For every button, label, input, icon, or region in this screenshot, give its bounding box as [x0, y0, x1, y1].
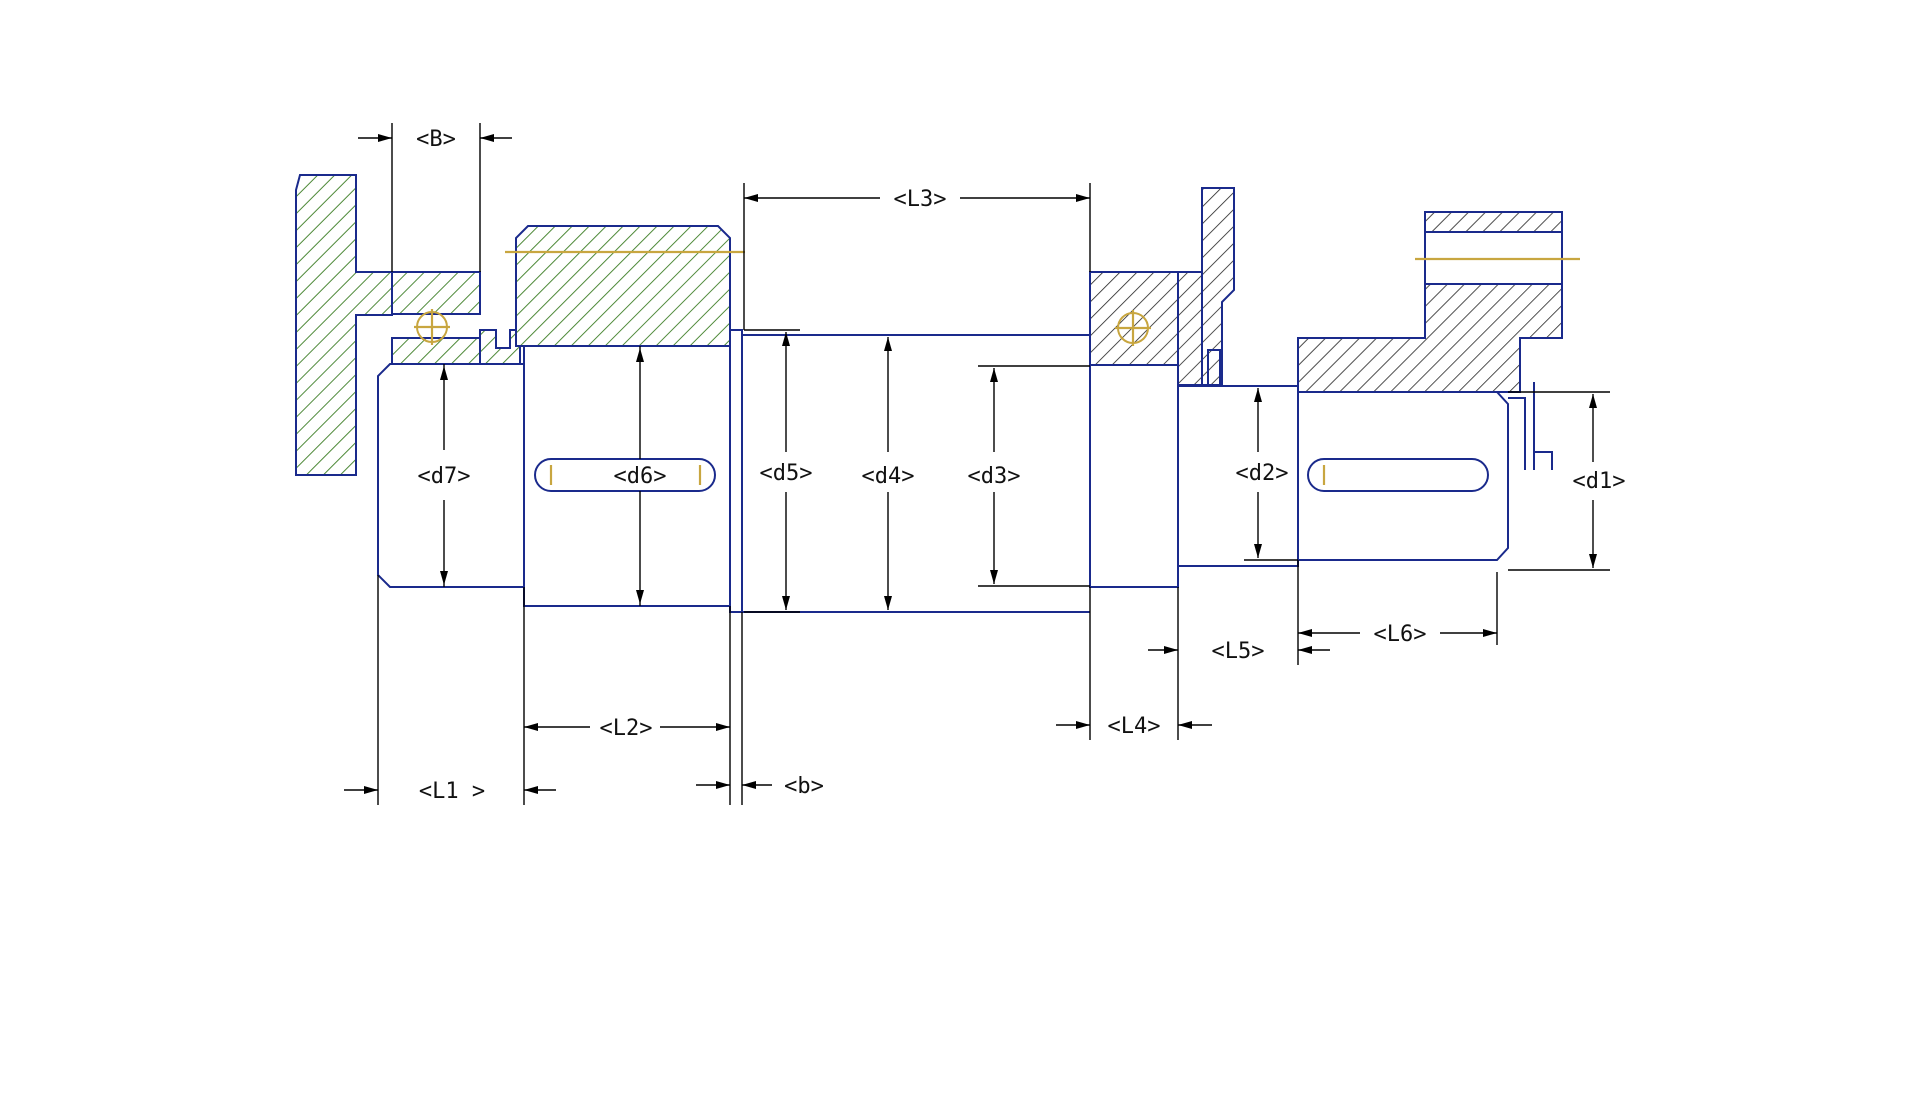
label-d1: <d1> — [1573, 469, 1626, 494]
left-gear-hub — [505, 225, 745, 347]
label-L1: <L1 > — [419, 779, 485, 804]
right-bearing-icon — [1115, 310, 1151, 346]
label-d4: <d4> — [862, 464, 915, 489]
label-L2: <L2> — [600, 716, 653, 741]
left-housing — [295, 174, 521, 476]
shaft-body — [377, 329, 1553, 613]
left-bearing-icon — [414, 309, 450, 345]
label-d2: <d2> — [1236, 461, 1289, 486]
label-d3: <d3> — [968, 464, 1021, 489]
label-L3: <L3> — [894, 187, 947, 212]
label-L5: <L5> — [1212, 639, 1265, 664]
label-B: <B> — [416, 127, 456, 152]
label-L6: <L6> — [1374, 622, 1427, 647]
label-d7: <d7> — [418, 464, 471, 489]
label-b: <b> — [784, 774, 824, 799]
label-d6: <d6> — [614, 464, 667, 489]
dimension-arrowheads — [364, 134, 1597, 794]
right-housing — [1089, 187, 1580, 393]
label-d5: <d5> — [760, 461, 813, 486]
label-L4: <L4> — [1108, 714, 1161, 739]
